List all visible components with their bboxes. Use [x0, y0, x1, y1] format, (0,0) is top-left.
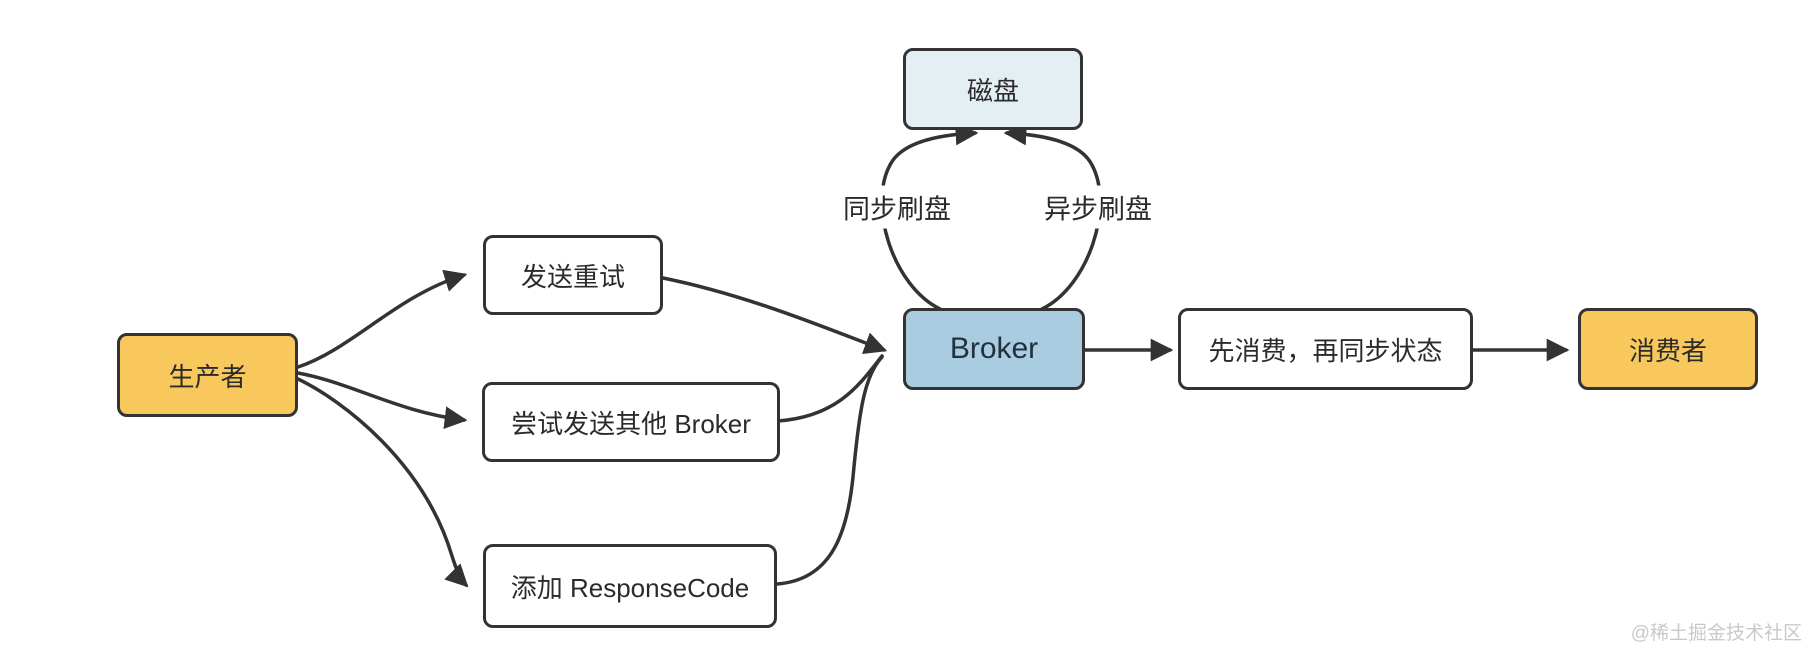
edge-broker-disk-async — [1003, 122, 1102, 311]
edge-label-async-flush: 异步刷盘 — [1038, 185, 1158, 229]
node-add-response-code: 添加 ResponseCode — [483, 544, 777, 628]
edge-producer-response-code — [296, 377, 469, 588]
edge-label-sync-flush: 同步刷盘 — [837, 185, 957, 229]
node-producer-label: 生产者 — [168, 361, 247, 392]
node-consumer: 消费者 — [1578, 308, 1758, 390]
node-broker-label: Broker — [949, 332, 1039, 365]
edge-producer-try-other — [296, 371, 468, 429]
node-send-retry-label: 发送重试 — [520, 261, 625, 292]
node-producer: 生产者 — [117, 333, 298, 417]
node-consume-then-sync: 先消费，再同步状态 — [1178, 308, 1473, 390]
node-try-other-broker-label: 尝试发送其他 Broker — [511, 408, 751, 439]
node-add-response-code-label: 添加 ResponseCode — [510, 572, 750, 603]
node-consume-then-sync-label: 先消费，再同步状态 — [1208, 335, 1443, 366]
edge-response-code-broker — [775, 355, 884, 586]
edge-broker-disk-sync — [880, 122, 979, 311]
node-try-other-broker: 尝试发送其他 Broker — [482, 382, 780, 462]
node-broker: Broker — [903, 308, 1085, 390]
node-disk: 磁盘 — [903, 48, 1083, 130]
node-consumer-label: 消费者 — [1628, 335, 1707, 366]
node-send-retry: 发送重试 — [483, 235, 663, 315]
node-disk-label: 磁盘 — [966, 75, 1019, 106]
watermark: @稀土掘金技术社区 — [1630, 623, 1802, 644]
edge-producer-retry — [296, 269, 468, 369]
edge-retry-broker — [661, 276, 888, 354]
